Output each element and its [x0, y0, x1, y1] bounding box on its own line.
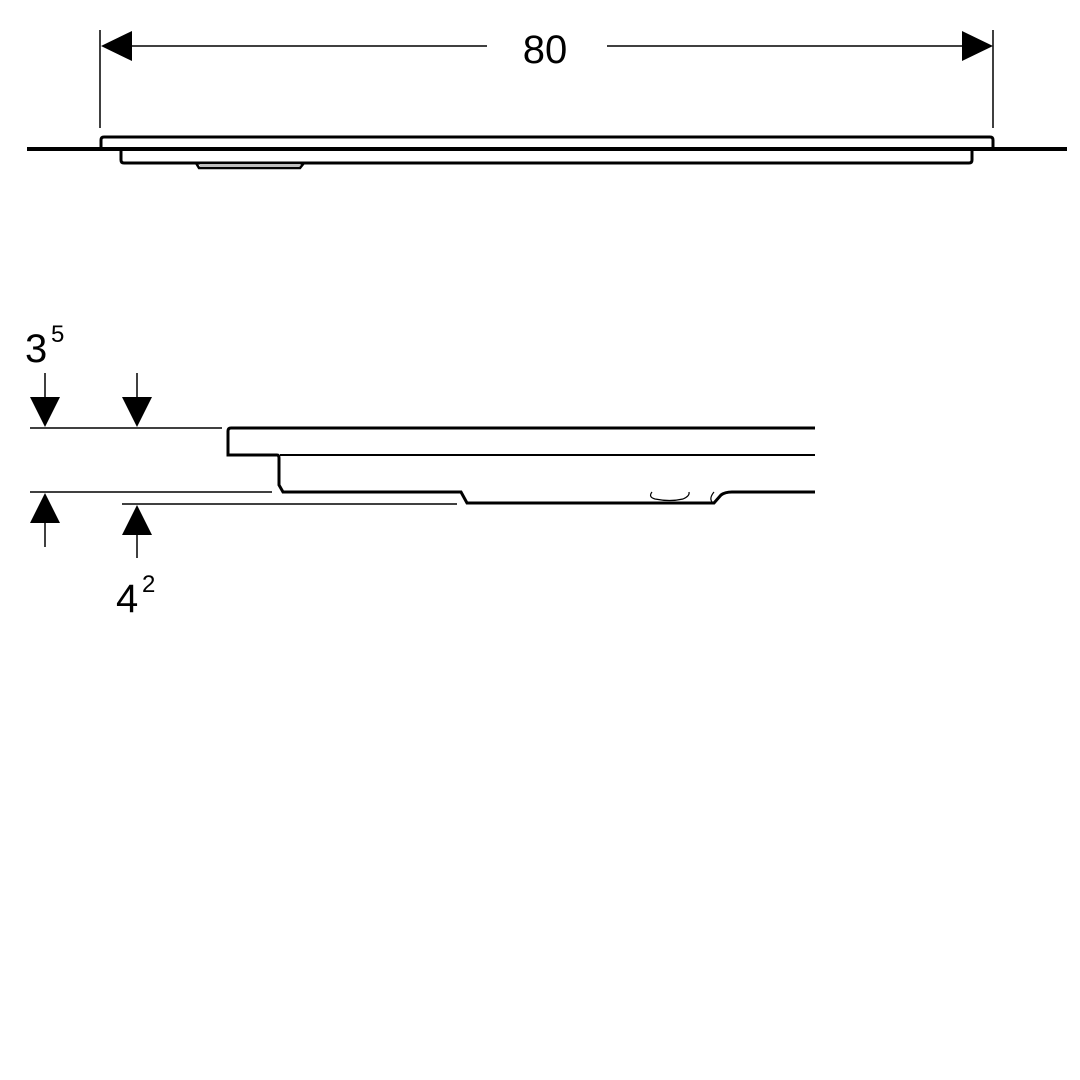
tray-section-top	[226, 426, 815, 505]
upper-dimension-label: 3	[25, 327, 47, 371]
drain-detail	[200, 164, 300, 166]
arrowhead-right	[962, 31, 993, 61]
width-dimension-label: 80	[523, 28, 568, 72]
drain-outline	[194, 162, 305, 170]
lower-arrowhead-left	[30, 493, 60, 523]
lower-arrowhead-right	[122, 505, 152, 535]
upper-dimension-superscript: 5	[51, 321, 64, 348]
lower-dimension-label: 4	[116, 577, 138, 621]
top-view	[27, 30, 1067, 170]
section-view	[30, 373, 815, 558]
upper-arrowhead-right	[122, 397, 152, 427]
upper-arrowhead-left	[30, 397, 60, 427]
tray-top-outline	[99, 135, 995, 149]
drain-section-detail	[649, 491, 690, 502]
arrowhead-left	[101, 31, 132, 61]
lower-dimension-superscript: 2	[142, 571, 155, 598]
tray-body-outline	[119, 149, 974, 165]
drain-section-detail-2	[710, 491, 715, 503]
